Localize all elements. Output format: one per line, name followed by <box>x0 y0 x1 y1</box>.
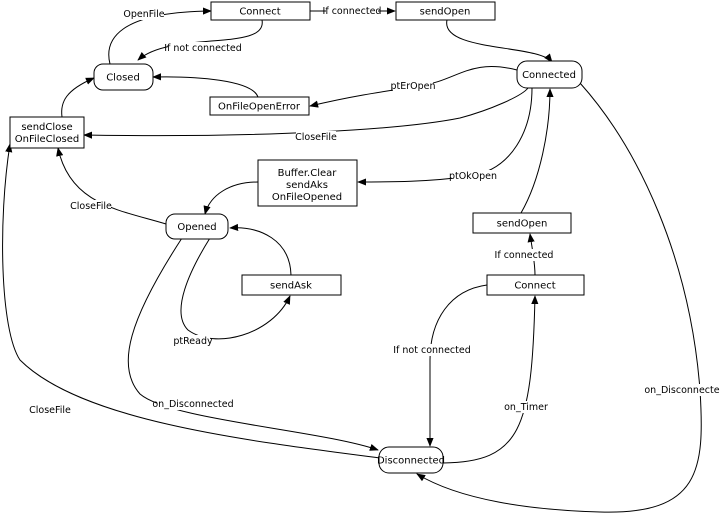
svg-text:If not connected: If not connected <box>164 43 242 54</box>
svg-text:If connected: If connected <box>323 6 382 17</box>
node-disconnected: Disconnected <box>377 446 445 474</box>
svg-text:Connected: Connected <box>522 70 576 81</box>
svg-text:Opened: Opened <box>177 222 216 233</box>
node-sendask: sendAsk <box>241 274 342 296</box>
svg-text:sendAks: sendAks <box>286 180 328 191</box>
node-sendopen-top: sendOpen <box>395 1 496 21</box>
node-connected: Connected <box>516 60 583 89</box>
svg-text:If connected: If connected <box>495 250 554 261</box>
edge-buffer-opened <box>203 181 259 215</box>
svg-text:ptReady: ptReady <box>173 336 213 347</box>
node-buffer-clear: Buffer.Clear sendAks OnFileOpened <box>257 159 358 207</box>
svg-text:on_Disconnected: on_Disconnected <box>152 399 233 410</box>
svg-text:OnFileOpenError: OnFileOpenError <box>218 102 301 113</box>
svg-text:OpenFile: OpenFile <box>123 9 164 20</box>
edge-sendopen-right-connected <box>520 88 554 214</box>
svg-text:OnFileClosed: OnFileClosed <box>15 134 80 145</box>
edge-label-ptokopen: ptOkOpen <box>449 170 497 182</box>
edge-label-if-connected-right: If connected <box>495 249 554 261</box>
svg-text:OnFileOpened: OnFileOpened <box>272 192 342 203</box>
svg-text:Buffer.Clear: Buffer.Clear <box>278 168 338 179</box>
svg-text:sendClose: sendClose <box>21 122 72 133</box>
edge-sendclose-closed <box>61 77 95 118</box>
edge-label-openfile: OpenFile <box>123 8 165 20</box>
edge-closefile-connected <box>83 87 529 139</box>
edge-label-if-not-connected-top: If not connected <box>164 42 242 54</box>
edge-on-disconnected-connected <box>416 82 702 513</box>
svg-text:Disconnected: Disconnected <box>377 456 445 467</box>
node-connect-right: Connect <box>486 274 585 296</box>
svg-text:sendOpen: sendOpen <box>497 219 548 230</box>
svg-text:on_Disconnected: on_Disconnected <box>644 385 720 396</box>
edge-closefile-disconnected <box>2 143 381 459</box>
edge-label-ptready: ptReady <box>173 335 213 347</box>
edge-ontimer <box>442 295 539 464</box>
svg-text:Connect: Connect <box>239 7 280 18</box>
svg-text:CloseFile: CloseFile <box>70 201 112 212</box>
node-opened: Opened <box>165 213 229 240</box>
node-sendopen-right: sendOpen <box>472 212 572 234</box>
svg-text:ptErOpen: ptErOpen <box>390 81 435 92</box>
edge-on-disconnected-opened <box>127 237 379 451</box>
node-sendclose: sendClose OnFileClosed <box>9 116 85 149</box>
svg-text:CloseFile: CloseFile <box>295 132 337 143</box>
node-closed: Closed <box>93 63 154 91</box>
edge-error-closed <box>152 73 259 98</box>
edge-openfile <box>108 7 212 65</box>
svg-text:sendAsk: sendAsk <box>270 281 312 292</box>
svg-text:Closed: Closed <box>106 73 140 84</box>
svg-text:on_Timer: on_Timer <box>504 402 548 413</box>
edge-label-on-disconnected-opened: on_Disconnected <box>152 398 234 410</box>
edge-label-if-connected-top: If connected <box>323 5 382 17</box>
edge-label-closefile-disconnected: CloseFile <box>29 404 71 416</box>
edge-label-pterropen: ptErOpen <box>390 80 436 92</box>
svg-text:ptOkOpen: ptOkOpen <box>449 171 497 182</box>
node-onfileopenerror: OnFileOpenError <box>209 96 310 116</box>
edge-sendask-opened <box>229 223 292 276</box>
edge-label-if-not-connected-right: If not connected <box>393 344 471 356</box>
edge-closefile-opened <box>56 147 167 225</box>
edge-label-on-disconnected-connected: on_Disconnected <box>644 384 720 396</box>
svg-text:Connect: Connect <box>514 281 555 292</box>
edge-label-ontimer: on_Timer <box>504 401 548 413</box>
edge-if-not-connected-right <box>426 284 488 447</box>
node-connect-top: Connect <box>210 1 311 21</box>
edge-sendopen-connected <box>446 19 553 63</box>
edge-if-not-connected-top <box>137 19 263 61</box>
edge-label-closefile-opened: CloseFile <box>70 200 112 212</box>
svg-text:CloseFile: CloseFile <box>29 405 71 416</box>
svg-text:sendOpen: sendOpen <box>420 7 471 18</box>
svg-text:If not connected: If not connected <box>393 345 471 356</box>
edge-label-closefile-connected: CloseFile <box>295 131 337 143</box>
edge-ptready <box>180 237 291 340</box>
